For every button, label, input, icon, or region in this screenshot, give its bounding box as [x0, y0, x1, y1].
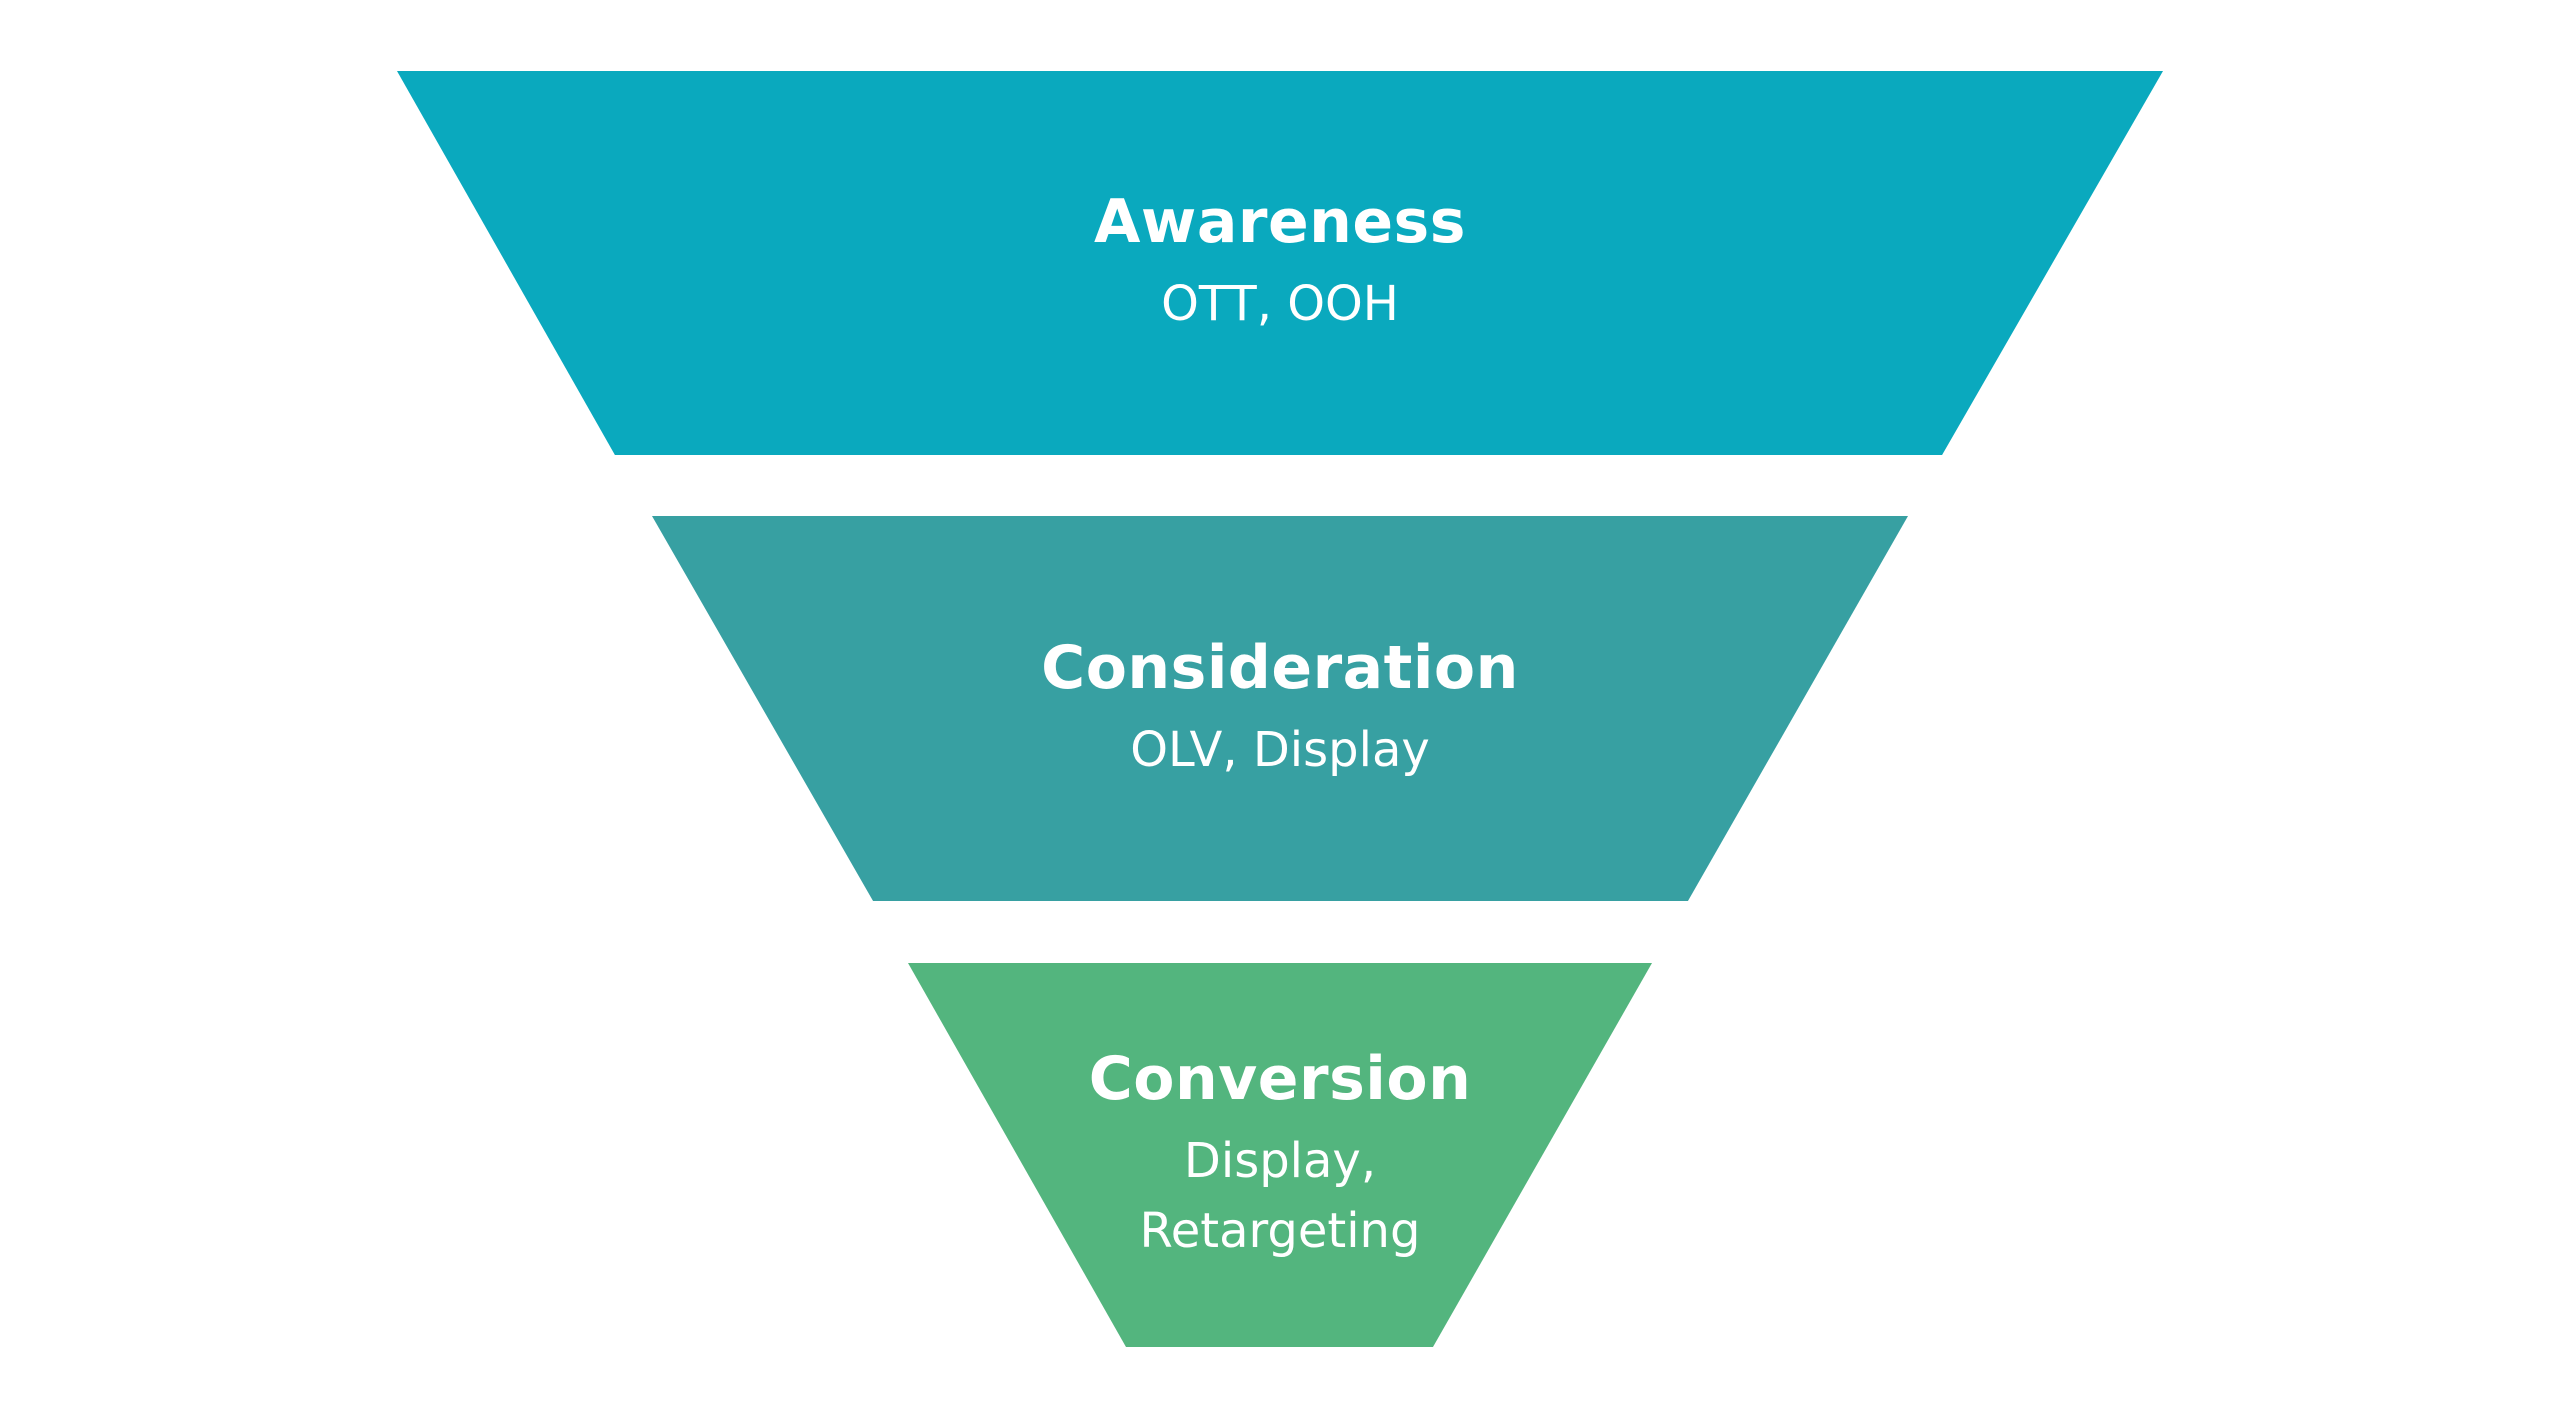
funnel-stage-consideration: Consideration OLV, Display — [652, 516, 1908, 901]
stage-title: Consideration — [1041, 632, 1519, 703]
funnel-stage-awareness: Awareness OTT, OOH — [397, 71, 2163, 455]
stage-title: Conversion — [1088, 1044, 1472, 1115]
stage-channels: Display, Retargeting — [1139, 1133, 1421, 1259]
stage-channels: OLV, Display — [1130, 721, 1430, 778]
stage-title: Awareness — [1094, 187, 1466, 258]
stage-channels: OTT, OOH — [1161, 276, 1399, 333]
funnel-stage-conversion: Conversion Display, Retargeting — [908, 963, 1652, 1347]
